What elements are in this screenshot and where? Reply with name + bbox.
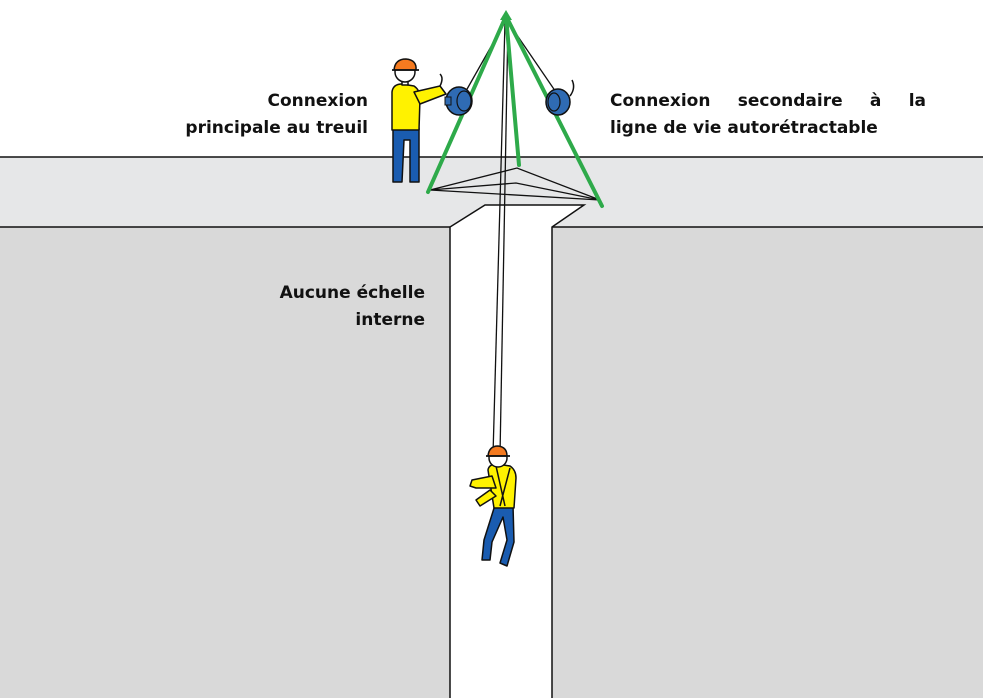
label-ladder-line2: interne <box>355 310 425 330</box>
ground <box>0 156 983 698</box>
shaft <box>449 204 587 698</box>
label-main-connection: Connexion principale au treuil <box>150 88 368 142</box>
label-secondary-line1: Connexion secondaire à la <box>610 88 926 115</box>
label-secondary-word: secondaire <box>737 91 843 111</box>
worker-descending-icon <box>469 445 517 567</box>
label-no-internal-ladder: Aucune échelle interne <box>230 280 425 334</box>
label-main-line2: principale au treuil <box>185 118 368 138</box>
underground-left <box>0 227 450 698</box>
label-secondary-word: à <box>869 91 882 111</box>
label-secondary-word: la <box>908 91 926 111</box>
label-ladder-line1: Aucune échelle <box>279 283 425 303</box>
label-secondary-word: Connexion <box>610 91 711 111</box>
self-retracting-lifeline-icon <box>545 79 575 116</box>
label-secondary-connection: Connexion secondaire à la ligne de vie a… <box>610 88 926 142</box>
worker-icon <box>391 58 447 183</box>
label-main-line1: Connexion <box>267 91 368 111</box>
underground-right <box>552 227 983 698</box>
label-secondary-line2: ligne de vie autorétractable <box>610 118 878 138</box>
winch-icon <box>444 86 473 116</box>
